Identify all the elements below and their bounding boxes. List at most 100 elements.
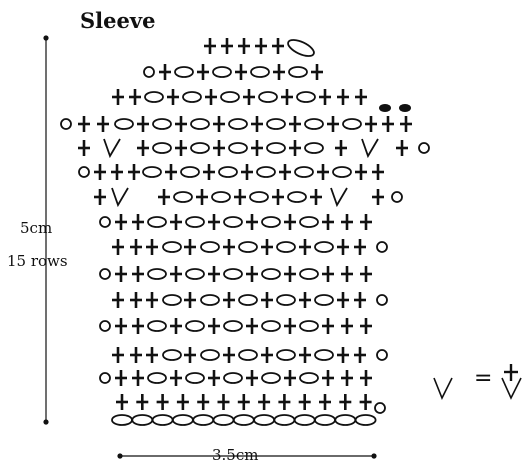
height-dimension-dot bbox=[43, 35, 49, 41]
legend-equals: = bbox=[474, 366, 493, 391]
chain-stitch bbox=[212, 414, 235, 426]
chain-stitch bbox=[147, 268, 167, 280]
chain-stitch bbox=[171, 414, 194, 426]
slip-stitch bbox=[379, 104, 391, 112]
height-dimension-dot bbox=[43, 419, 49, 425]
chain-stitch bbox=[152, 142, 172, 154]
chain-stitch bbox=[266, 142, 286, 154]
chain-stitch bbox=[304, 142, 324, 154]
chain-stitch bbox=[287, 39, 315, 57]
chain-stitch bbox=[99, 320, 111, 332]
chain-stitch bbox=[334, 414, 357, 426]
chain-stitch bbox=[147, 320, 167, 332]
chain-stitch bbox=[391, 191, 403, 203]
chain-stitch bbox=[294, 166, 314, 178]
chain-stitch bbox=[192, 414, 215, 426]
chain-stitch bbox=[147, 216, 167, 228]
chain-stitch bbox=[111, 414, 133, 426]
chain-stitch bbox=[250, 66, 270, 78]
rows-label: 15 rows bbox=[7, 252, 68, 270]
slip-stitch bbox=[399, 104, 411, 112]
chain-stitch bbox=[376, 294, 388, 306]
chain-stitch bbox=[99, 268, 111, 280]
chain-stitch bbox=[296, 91, 316, 103]
chain-stitch bbox=[144, 91, 164, 103]
chain-stitch bbox=[223, 320, 243, 332]
chain-stitch bbox=[374, 402, 386, 414]
chain-stitch bbox=[238, 241, 258, 253]
chain-stitch bbox=[314, 241, 334, 253]
width-label: 3.5cm bbox=[210, 446, 261, 464]
chain-stitch bbox=[288, 66, 308, 78]
chain-stitch bbox=[185, 320, 205, 332]
chart-title: Sleeve bbox=[80, 8, 156, 33]
chain-stitch bbox=[151, 414, 174, 426]
chain-stitch bbox=[223, 268, 243, 280]
chain-stitch bbox=[276, 349, 296, 361]
chain-stitch bbox=[185, 268, 205, 280]
chain-stitch bbox=[261, 268, 281, 280]
chain-stitch bbox=[314, 414, 336, 426]
chain-stitch bbox=[261, 372, 281, 384]
chain-stitch bbox=[142, 166, 162, 178]
chain-stitch bbox=[299, 320, 319, 332]
width-dimension-dot bbox=[371, 453, 377, 459]
chain-stitch bbox=[354, 414, 377, 426]
chain-stitch bbox=[314, 349, 334, 361]
chain-stitch bbox=[78, 166, 90, 178]
chain-stitch bbox=[218, 166, 238, 178]
chain-stitch bbox=[276, 241, 296, 253]
chain-stitch bbox=[266, 118, 286, 130]
chain-stitch bbox=[99, 372, 111, 384]
chain-stitch bbox=[180, 166, 200, 178]
chain-stitch bbox=[200, 294, 220, 306]
chain-stitch bbox=[299, 268, 319, 280]
chain-stitch bbox=[185, 216, 205, 228]
chain-stitch bbox=[228, 118, 248, 130]
increase-stitch bbox=[103, 138, 121, 159]
chain-stitch bbox=[99, 216, 111, 228]
chain-stitch bbox=[261, 320, 281, 332]
height-label: 5cm bbox=[20, 219, 53, 237]
chain-stitch bbox=[376, 349, 388, 361]
chain-stitch bbox=[314, 294, 334, 306]
chain-stitch bbox=[342, 118, 362, 130]
chain-stitch bbox=[293, 414, 316, 426]
chain-stitch bbox=[200, 349, 220, 361]
increase-stitch bbox=[111, 187, 129, 208]
chain-stitch bbox=[238, 349, 258, 361]
chain-stitch bbox=[228, 142, 248, 154]
legend-increase-expanded bbox=[501, 377, 522, 400]
chain-stitch bbox=[299, 216, 319, 228]
chain-stitch bbox=[143, 66, 155, 78]
width-dimension-dot bbox=[117, 453, 123, 459]
chain-stitch bbox=[190, 142, 210, 154]
chain-stitch bbox=[174, 66, 194, 78]
chain-stitch bbox=[376, 241, 388, 253]
chain-stitch bbox=[276, 294, 296, 306]
chain-stitch bbox=[131, 414, 154, 426]
chain-stitch bbox=[249, 191, 269, 203]
chain-stitch bbox=[287, 191, 307, 203]
legend-increase-symbol bbox=[433, 377, 453, 400]
chain-stitch bbox=[190, 118, 210, 130]
chain-stitch bbox=[185, 372, 205, 384]
chain-stitch bbox=[332, 166, 352, 178]
chain-stitch bbox=[173, 191, 193, 203]
chain-stitch bbox=[211, 191, 231, 203]
chain-stitch bbox=[162, 241, 182, 253]
chain-stitch bbox=[162, 294, 182, 306]
chain-stitch bbox=[258, 91, 278, 103]
chain-stitch bbox=[152, 118, 172, 130]
chain-stitch bbox=[200, 241, 220, 253]
chain-stitch bbox=[223, 216, 243, 228]
chain-stitch bbox=[273, 414, 296, 426]
chain-stitch bbox=[232, 414, 255, 426]
chain-stitch bbox=[418, 142, 430, 154]
chain-stitch bbox=[238, 294, 258, 306]
chain-stitch bbox=[162, 349, 182, 361]
chain-stitch bbox=[182, 91, 202, 103]
chain-stitch bbox=[114, 118, 134, 130]
